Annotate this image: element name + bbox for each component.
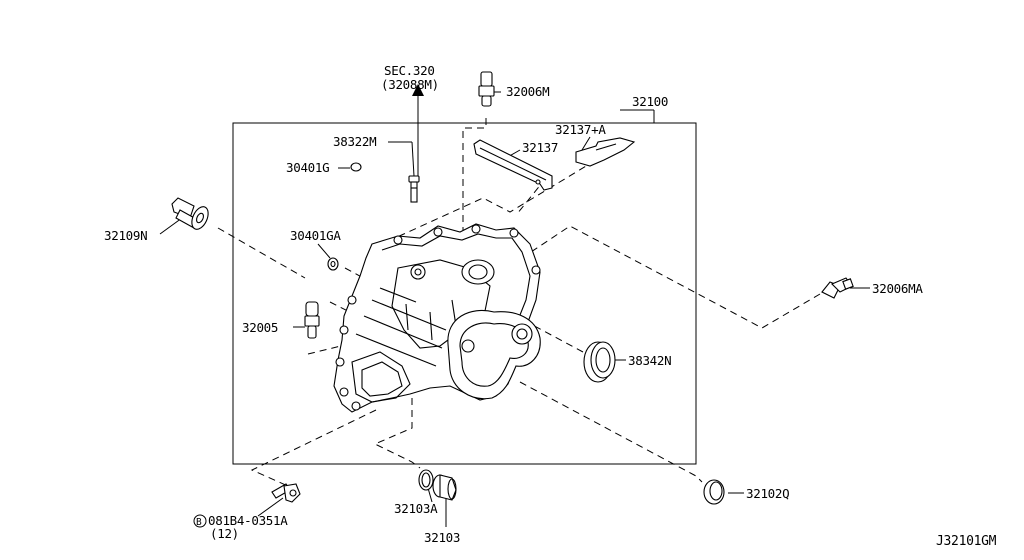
label-30401G: 30401G	[286, 160, 329, 175]
label-38322M: 38322M	[333, 134, 376, 149]
part-labels: SEC.320 (32088M) 32006M 32100 32137+A 38…	[104, 63, 997, 549]
label-bolt-qty: (12)	[210, 526, 239, 541]
label-32103A: 32103A	[394, 501, 438, 516]
transmission-case	[333, 223, 541, 413]
part-32006M-icon	[478, 71, 495, 107]
part-bolt-icon	[271, 483, 301, 503]
label-32100: 32100	[632, 94, 668, 109]
label-32137A: 32137+A	[555, 122, 606, 137]
label-32006M: 32006M	[506, 84, 549, 99]
part-32103A-icon	[418, 469, 434, 491]
part-32137-icon	[473, 139, 553, 191]
label-32137: 32137	[522, 140, 558, 155]
label-bolt-prefix: B	[196, 517, 202, 528]
label-32109N: 32109N	[104, 228, 147, 243]
label-30401GA: 30401GA	[290, 228, 341, 243]
part-32103-icon	[432, 474, 457, 501]
section-arrow-head	[412, 84, 424, 96]
label-bolt: 081B4-0351A	[208, 513, 288, 528]
part-32006MA-icon	[821, 277, 854, 299]
label-32103: 32103	[424, 530, 460, 545]
part-32005-icon	[304, 301, 320, 339]
leader-lines	[159, 91, 870, 527]
label-38342N: 38342N	[628, 353, 671, 368]
label-sec-ref-sub: (32088M)	[381, 77, 439, 92]
label-sec-ref: SEC.320	[384, 63, 435, 78]
part-38342N-icon	[583, 341, 616, 383]
part-32109N-icon	[171, 197, 209, 230]
part-38322M-icon	[408, 175, 420, 203]
label-32102Q: 32102Q	[746, 486, 789, 501]
label-32006MA: 32006MA	[872, 281, 923, 296]
bolt-prefix-circle	[193, 514, 207, 528]
part-32102Q-icon	[703, 479, 725, 505]
diagram-id: J32101GM	[936, 534, 997, 549]
part-30401G-icon	[350, 162, 362, 172]
assembly-frame	[232, 122, 697, 465]
part-32137A-icon	[575, 137, 636, 167]
label-32005: 32005	[242, 320, 278, 335]
part-30401GA-icon	[327, 257, 339, 271]
